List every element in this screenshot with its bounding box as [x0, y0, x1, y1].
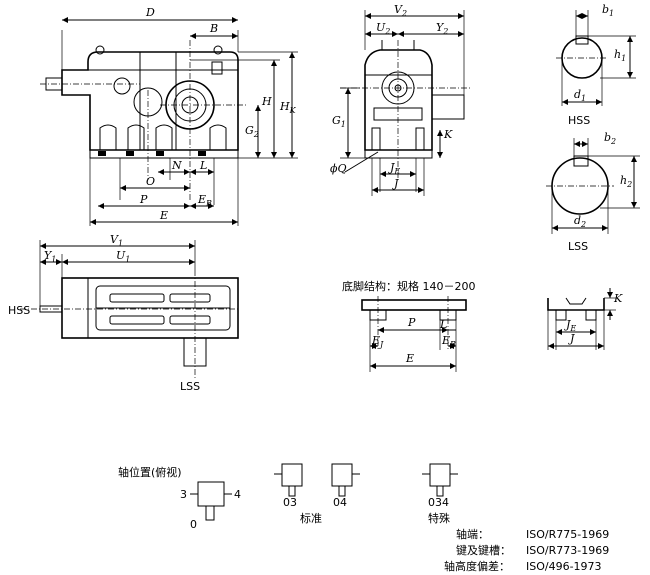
dim-foot-EB: EB	[441, 334, 456, 349]
dim-K: K	[443, 128, 453, 141]
dim-H: H	[261, 95, 272, 108]
dim-foot-P: P	[407, 316, 416, 329]
top-view: V1 Y1 U1 HSS LSS	[8, 233, 240, 393]
dim-B: B	[209, 22, 218, 35]
foot-side: K JE J	[547, 288, 623, 350]
dim-V2: V2	[394, 3, 407, 18]
side-view: V2 U2 Y2 G1 K ϕQ JE J	[330, 3, 470, 196]
dim-G2: G2	[245, 124, 259, 139]
dim-G1: G1	[332, 114, 346, 129]
dim-E: E	[159, 209, 168, 222]
dim-P: P	[139, 193, 148, 206]
dim-EB: EB	[197, 193, 212, 208]
lss-section-label: LSS	[568, 240, 588, 253]
standard-2-value: ISO/R773-1969	[526, 544, 609, 557]
pos-3: 3	[180, 488, 187, 501]
dim-Y2: Y2	[436, 21, 448, 36]
dim-phiQ: ϕQ	[330, 162, 347, 175]
standards-list: 轴端： ISO/R775-1969 键及键槽： ISO/R773-1969 轴高…	[444, 527, 609, 573]
dim-d2: d2	[574, 214, 586, 229]
dim-U1: U1	[116, 249, 130, 264]
standard-label: 标准	[300, 511, 322, 525]
dim-foot-E: E	[405, 352, 414, 365]
var-04: 04	[333, 496, 347, 509]
pos-4: 4	[234, 488, 241, 501]
standard-2-name: 键及键槽：	[456, 543, 511, 557]
standard-1-name: 轴端：	[456, 527, 489, 541]
dim-foot-EJ: EJ	[371, 334, 384, 349]
dim-foot-JE: JE	[564, 318, 576, 333]
var-034: 034	[428, 496, 449, 509]
dim-Y1: Y1	[44, 249, 56, 264]
dim-b1: b1	[602, 3, 614, 18]
dim-V1: V1	[110, 233, 123, 248]
dim-h2: h2	[620, 174, 632, 189]
dim-foot-J: J	[568, 332, 575, 345]
dim-foot-K: K	[613, 292, 623, 305]
dim-O: O	[146, 175, 155, 188]
foot-title: 底脚结构：规格 140－200	[342, 279, 476, 293]
dim-b2: b2	[604, 131, 616, 146]
dim-JE: JE	[388, 161, 400, 176]
standard-1-value: ISO/R775-1969	[526, 528, 609, 541]
dim-D: D	[145, 6, 155, 19]
dim-h1: h1	[614, 48, 626, 63]
dim-foot-L: L	[439, 318, 447, 331]
shaft-positions: 轴位置(俯视) 3 4 0 03 04 标准 034 特殊	[118, 463, 458, 531]
pos-0: 0	[190, 518, 197, 531]
dim-U2: U2	[376, 21, 390, 36]
lss-section: b2 h2 d2 LSS	[546, 131, 640, 253]
shaft-pos-title: 轴位置(俯视)	[118, 465, 182, 479]
dim-L: L	[199, 159, 207, 172]
dim-HK: HK	[279, 100, 297, 115]
standard-3-value: ISO/496-1973	[526, 560, 602, 573]
hss-section-label: HSS	[568, 114, 590, 127]
var-03: 03	[283, 496, 297, 509]
special-label: 特殊	[428, 511, 450, 525]
front-view: D B H HK G2 N L O P EB E	[40, 6, 298, 226]
hss-section: b1 h1 d1 HSS	[556, 3, 636, 127]
lss-bottom-label: LSS	[180, 380, 200, 393]
dim-N: N	[171, 159, 182, 172]
foot-structure: 底脚结构：规格 140－200 P L EJ EB E	[342, 279, 476, 372]
dim-J: J	[392, 177, 399, 190]
dim-d1: d1	[574, 88, 586, 103]
hss-left-label: HSS	[8, 304, 30, 317]
standard-3-name: 轴高度偏差：	[444, 559, 510, 573]
